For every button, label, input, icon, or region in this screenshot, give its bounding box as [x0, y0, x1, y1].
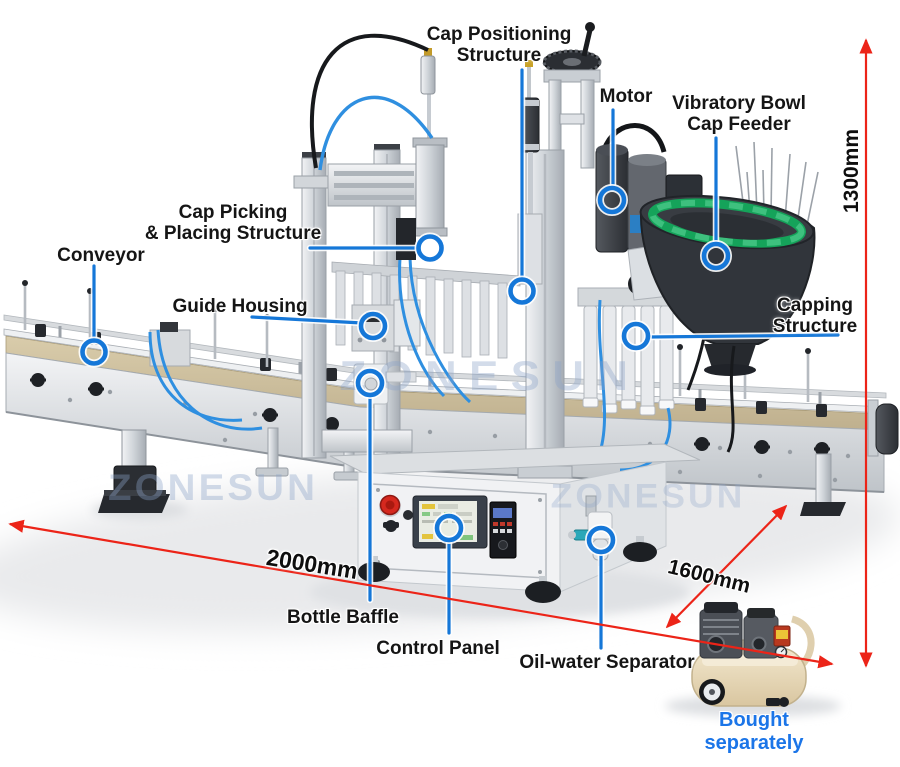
label-motor: Motor: [599, 86, 653, 107]
air-compressor: [691, 602, 815, 707]
label-bought-separately: Bought separately: [704, 709, 804, 754]
dimension-label-1300mm: 1300mm: [840, 128, 863, 214]
label-cap-positioning-structure: Cap Positioning Structure: [426, 24, 572, 67]
label-control-panel: Control Panel: [376, 638, 500, 659]
label-bottle-baffle: Bottle Baffle: [287, 607, 399, 628]
label-guide-housing: Guide Housing: [172, 296, 308, 317]
label-capping-structure: Capping Structure: [772, 295, 858, 338]
watermark-text: ZONESUN: [550, 477, 746, 516]
watermark-text: ZONESUN: [108, 467, 318, 508]
label-vibratory-bowl-cap-feeder: Vibratory Bowl Cap Feeder: [672, 93, 806, 136]
conveyor-left-leg: [98, 429, 170, 513]
watermark-text: ZONESUN: [339, 352, 641, 399]
label-cap-picking-placing-structure: Cap Picking & Placing Structure: [144, 202, 322, 245]
label-oil-water-separator: Oil-water Separator: [519, 652, 695, 673]
label-conveyor: Conveyor: [57, 245, 145, 266]
valve-block: [396, 218, 416, 260]
